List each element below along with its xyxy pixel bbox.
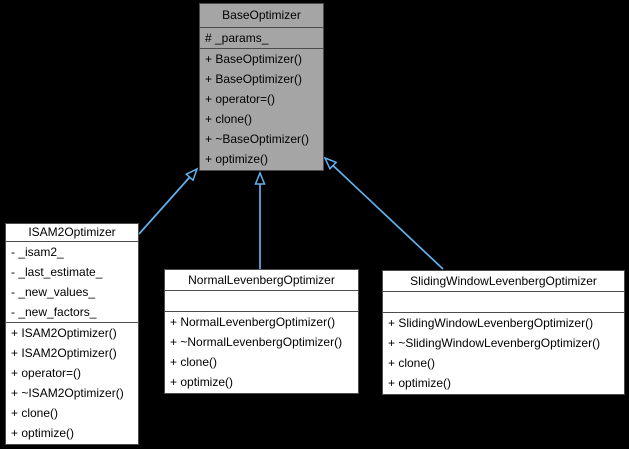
method-row: + ISAM2Optimizer() [11,326,117,340]
method-row: + clone() [205,112,253,126]
method-row: + ~NormalLevenbergOptimizer() [170,335,343,349]
method-row: + ~BaseOptimizer() [205,132,310,146]
class-title: BaseOptimizer [200,4,323,28]
field-row: - _new_values_ [11,285,96,299]
method-row: + optimize() [11,426,75,440]
method-row: + BaseOptimizer() [205,72,303,86]
field-row: - _last_estimate_ [11,265,103,279]
class-node-baseoptimizer[interactable]: BaseOptimizer # _params_ + BaseOptimizer… [199,3,324,171]
fields-section [165,291,358,312]
method-row: + SlidingWindowLevenbergOptimizer() [388,316,594,330]
method-row: + clone() [170,355,218,369]
methods-section: + BaseOptimizer() + BaseOptimizer() + op… [200,49,323,170]
inheritance-arrow-isam2 [138,167,199,235]
fields-section: # _params_ [200,28,323,49]
field-row: - _isam2_ [11,245,64,259]
method-row: + ISAM2Optimizer() [11,346,117,360]
class-title: NormalLevenbergOptimizer [165,270,358,291]
method-row: + optimize() [170,375,234,389]
class-title: ISAM2Optimizer [6,224,138,242]
methods-section: + NormalLevenbergOptimizer() + ~NormalLe… [165,312,358,393]
methods-section: + ISAM2Optimizer() + ISAM2Optimizer() + … [6,323,138,444]
method-row: + optimize() [388,376,452,390]
method-row: + ~SlidingWindowLevenbergOptimizer() [388,336,601,350]
fields-section: - _isam2_ - _last_estimate_ - _new_value… [6,242,138,323]
field-row: # _params_ [205,31,269,45]
fields-section [383,292,624,313]
method-row: + NormalLevenbergOptimizer() [170,315,336,329]
method-row: + clone() [11,406,59,420]
inheritance-arrow-sliding [323,156,444,270]
method-row: + optimize() [205,152,269,166]
class-node-slidingwindowlevenbergoptimizer[interactable]: SlidingWindowLevenbergOptimizer + Slidin… [382,270,625,395]
method-row: + operator=() [205,92,276,106]
class-title: SlidingWindowLevenbergOptimizer [383,271,624,292]
class-node-normallevenbergoptimizer[interactable]: NormalLevenbergOptimizer + NormalLevenbe… [164,269,359,394]
method-row: + BaseOptimizer() [205,52,303,66]
method-row: + operator=() [11,366,82,380]
empty-fields-row [165,291,358,311]
empty-fields-row [383,292,624,312]
field-row: - _new_factors_ [11,305,97,319]
method-row: + ~ISAM2Optimizer() [11,386,124,400]
class-node-isam2optimizer[interactable]: ISAM2Optimizer - _isam2_ - _last_estimat… [5,223,139,445]
method-row: + clone() [388,356,436,370]
methods-section: + SlidingWindowLevenbergOptimizer() + ~S… [383,313,624,394]
